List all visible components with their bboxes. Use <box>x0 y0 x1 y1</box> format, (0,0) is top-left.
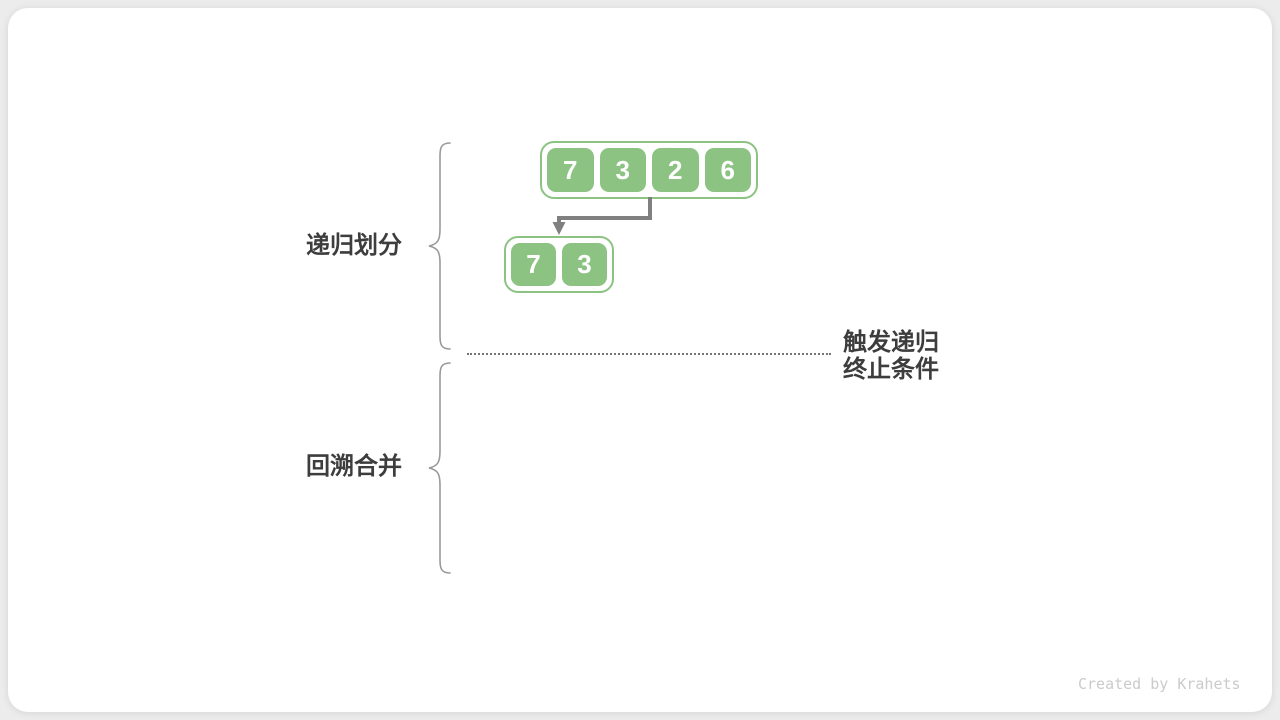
array-level1-cell-2: 2 <box>652 148 699 192</box>
watermark-credit: Created by Krahets <box>1078 675 1241 693</box>
termination-annotation-line1: 触发递归 <box>843 329 939 356</box>
array-level2-cell-0: 7 <box>511 243 556 286</box>
curly-brace-backtrack-merge <box>426 361 452 575</box>
array-level1-cell-3: 6 <box>704 148 751 192</box>
termination-annotation: 触发递归 终止条件 <box>843 329 939 383</box>
termination-dotted-line <box>467 353 831 355</box>
curly-brace-recursive-partition <box>426 141 452 351</box>
partition-arrow-icon <box>552 197 652 235</box>
termination-annotation-line2: 终止条件 <box>843 356 939 383</box>
array-level1: 7 3 2 6 <box>540 141 758 199</box>
array-level2-cell-1: 3 <box>562 243 607 286</box>
array-level1-cell-1: 3 <box>599 148 646 192</box>
diagram-card <box>8 8 1272 712</box>
phase-label-backtrack-merge: 回溯合并 <box>306 453 402 480</box>
phase-label-recursive-partition: 递归划分 <box>306 232 402 259</box>
array-level2: 7 3 <box>504 236 614 293</box>
array-level1-cell-0: 7 <box>547 148 594 192</box>
